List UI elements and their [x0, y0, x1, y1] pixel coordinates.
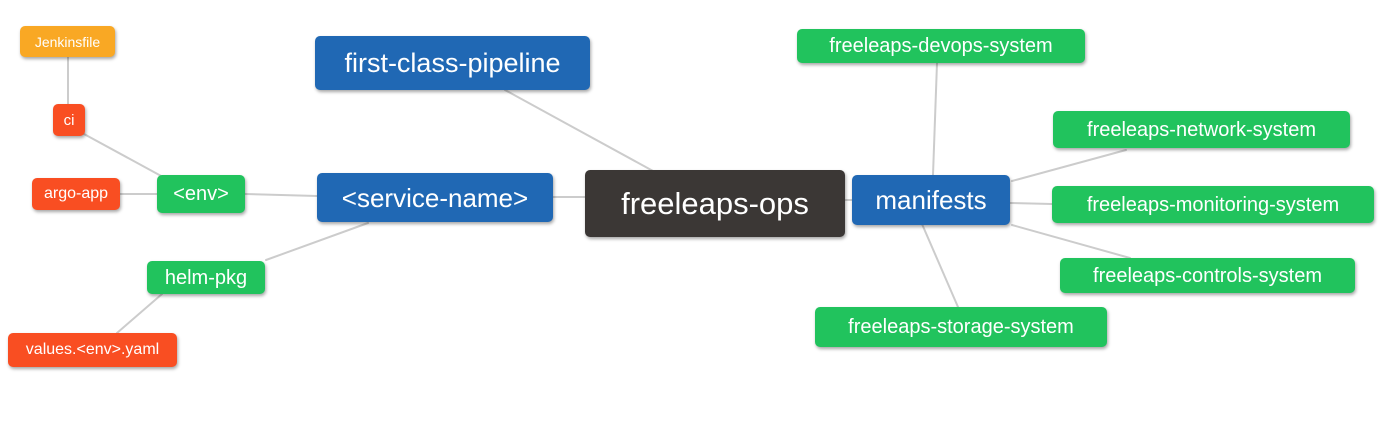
mindmap-node-ci[interactable]: ci [53, 104, 85, 136]
mindmap-node-env[interactable]: <env> [157, 175, 245, 213]
mindmap-node-service-name[interactable]: <service-name> [317, 173, 553, 222]
edge-helm-pkg-to-service-name [265, 222, 369, 261]
mindmap-node-freeleaps-controls-system[interactable]: freeleaps-controls-system [1060, 258, 1355, 293]
mindmap-node-manifests[interactable]: manifests [852, 175, 1010, 225]
edge-first-class-pipeline-to-freeleaps-ops [504, 89, 654, 172]
mindmap-node-freeleaps-storage-system[interactable]: freeleaps-storage-system [815, 307, 1107, 347]
edge-helm-pkg-to-values-env-yaml [116, 293, 163, 334]
edge-env-to-service-name [244, 193, 318, 197]
edge-ci-to-env [83, 133, 164, 178]
mindmap-node-jenkinsfile[interactable]: Jenkinsfile [20, 26, 115, 57]
edge-manifests-to-freeleaps-devops-system [932, 62, 938, 176]
mindmap-node-argo-app[interactable]: argo-app [32, 178, 120, 210]
edge-manifests-to-freeleaps-monitoring-system [1009, 202, 1053, 205]
mindmap-node-freeleaps-devops-system[interactable]: freeleaps-devops-system [797, 29, 1085, 63]
mindmap-node-freeleaps-network-system[interactable]: freeleaps-network-system [1053, 111, 1350, 148]
mindmap-node-helm-pkg[interactable]: helm-pkg [147, 261, 265, 294]
edge-manifests-to-freeleaps-storage-system [921, 223, 959, 308]
edge-manifests-to-freeleaps-network-system [1011, 149, 1127, 182]
edge-manifests-to-freeleaps-controls-system [1011, 224, 1131, 259]
mindmap-node-values-env-yaml[interactable]: values.<env>.yaml [8, 333, 177, 367]
mindmap-node-freeleaps-monitoring-system[interactable]: freeleaps-monitoring-system [1052, 186, 1374, 223]
mindmap-node-freeleaps-ops[interactable]: freeleaps-ops [585, 170, 845, 237]
mindmap-node-first-class-pipeline[interactable]: first-class-pipeline [315, 36, 590, 90]
